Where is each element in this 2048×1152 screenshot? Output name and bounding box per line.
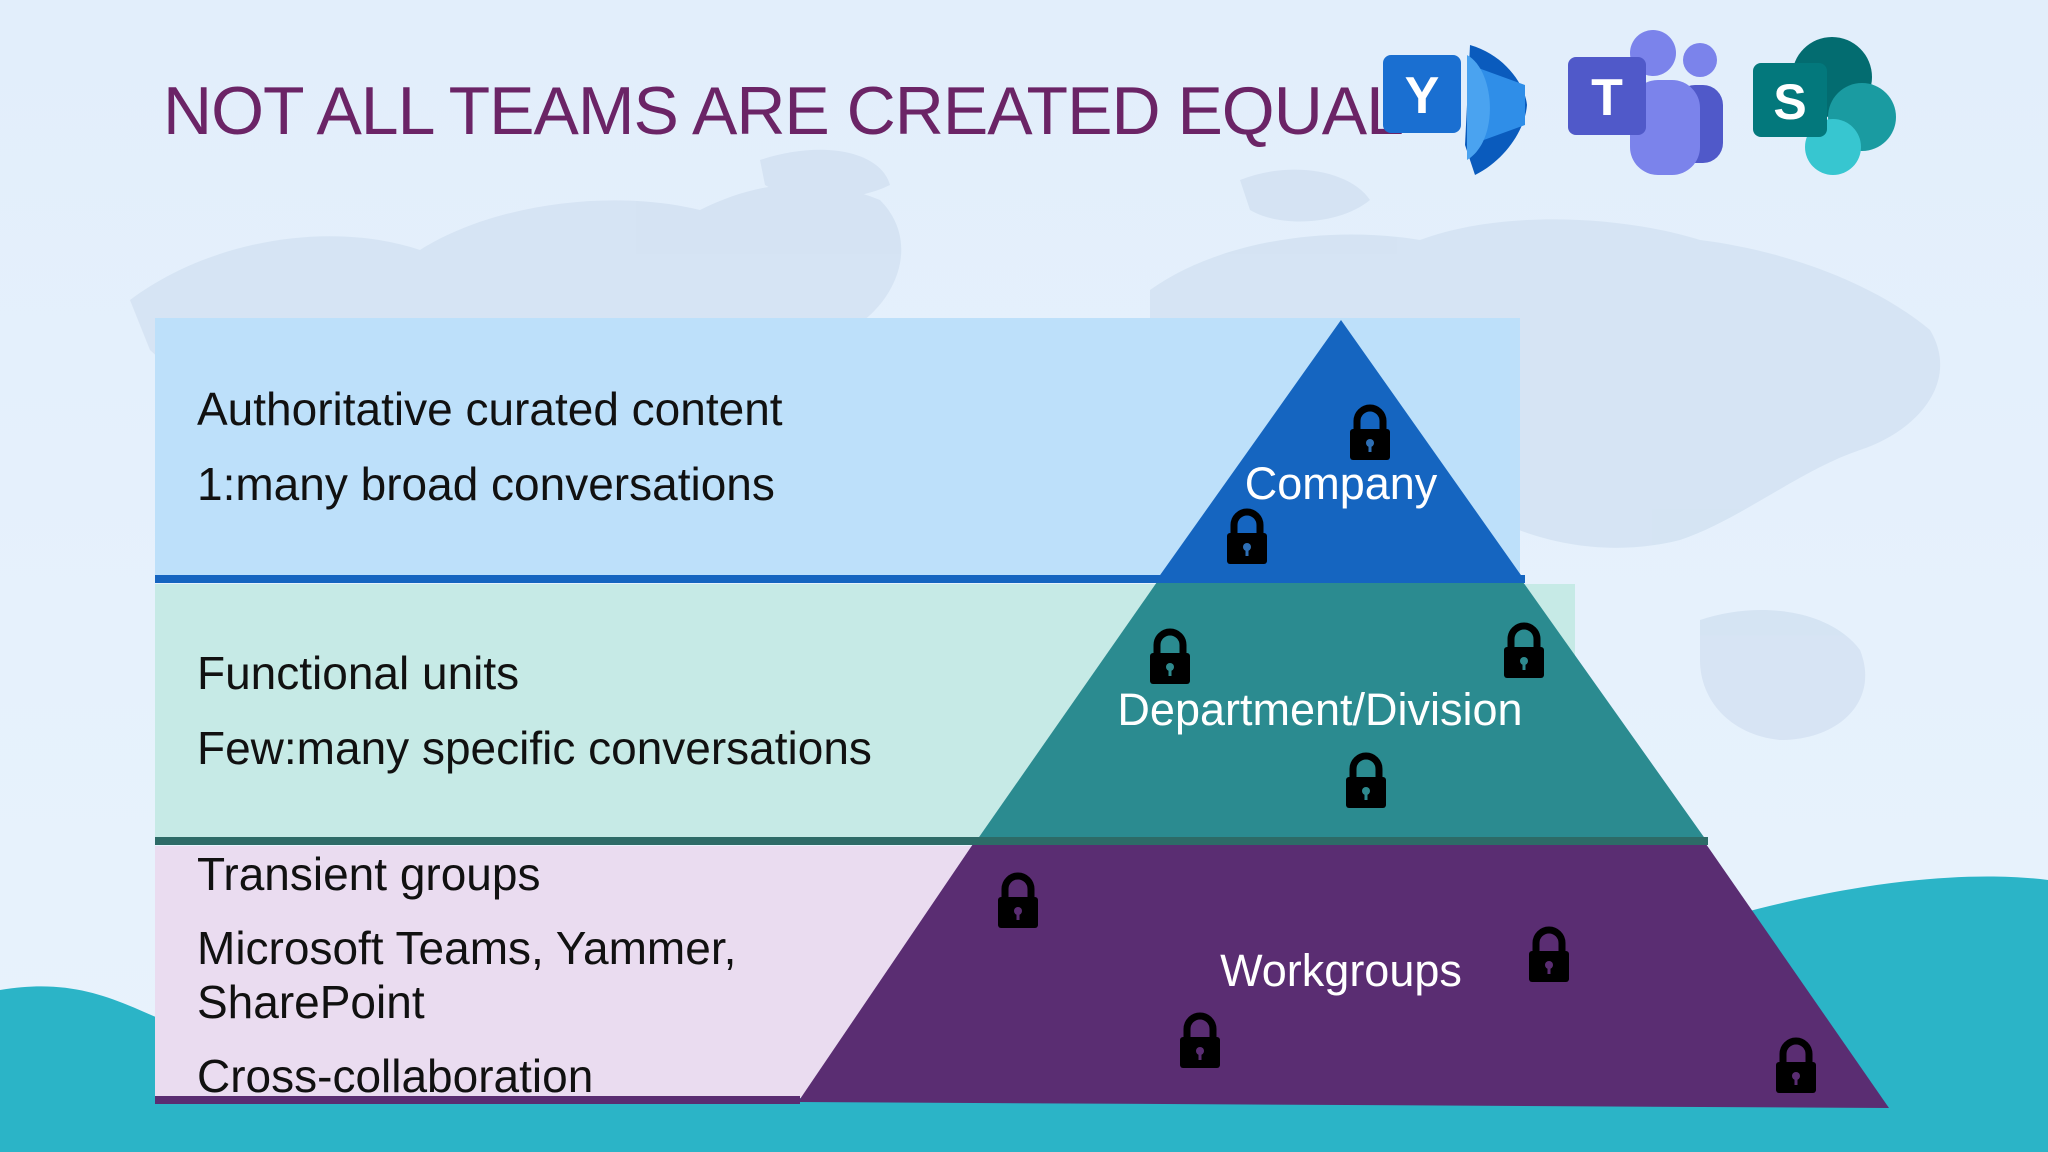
page-title: NOT ALL TEAMS ARE CREATED EQUAL: [163, 73, 1404, 149]
tier-company-line-2: 1:many broad conversations: [197, 458, 775, 510]
tier-divider-workgroups: [155, 1096, 800, 1104]
app-logos: Y T S: [1383, 30, 1896, 175]
sharepoint-letter: S: [1773, 74, 1806, 130]
teams-icon: T: [1568, 30, 1723, 175]
sharepoint-icon: S: [1753, 37, 1896, 175]
padlock-icon: [1504, 622, 1544, 678]
tier-divider-company: [155, 575, 1525, 583]
padlock-icon: [1350, 404, 1390, 460]
teams-letter: T: [1591, 69, 1623, 127]
tier-workgroups-line-1: Transient groups: [197, 848, 541, 900]
tier-company-line-1: Authoritative curated content: [197, 383, 783, 435]
tier-label-department: Department/Division: [1117, 684, 1523, 735]
yammer-icon: Y: [1383, 45, 1527, 175]
padlock-icon: [1150, 628, 1190, 684]
padlock-icon: [1529, 926, 1569, 982]
padlock-icon: [998, 872, 1038, 928]
padlock-icon: [1227, 508, 1267, 564]
tier-workgroups-line-2: Microsoft Teams, Yammer,: [197, 922, 737, 974]
tier-label-workgroups: Workgroups: [1220, 945, 1462, 996]
tier-department-line-2: Few:many specific conversations: [197, 722, 872, 774]
tier-label-company: Company: [1244, 458, 1438, 509]
tier-workgroups-line-3: SharePoint: [197, 976, 425, 1028]
padlock-icon: [1346, 752, 1386, 808]
padlock-icon: [1180, 1012, 1220, 1068]
tier-divider-department: [155, 837, 1708, 845]
tier-department-line-1: Functional units: [197, 647, 520, 699]
pyramid-tier-workgroups: [798, 844, 1889, 1108]
yammer-letter: Y: [1405, 67, 1440, 125]
tier-workgroups-line-4: Cross-collaboration: [197, 1050, 594, 1102]
padlock-icon: [1776, 1037, 1816, 1093]
